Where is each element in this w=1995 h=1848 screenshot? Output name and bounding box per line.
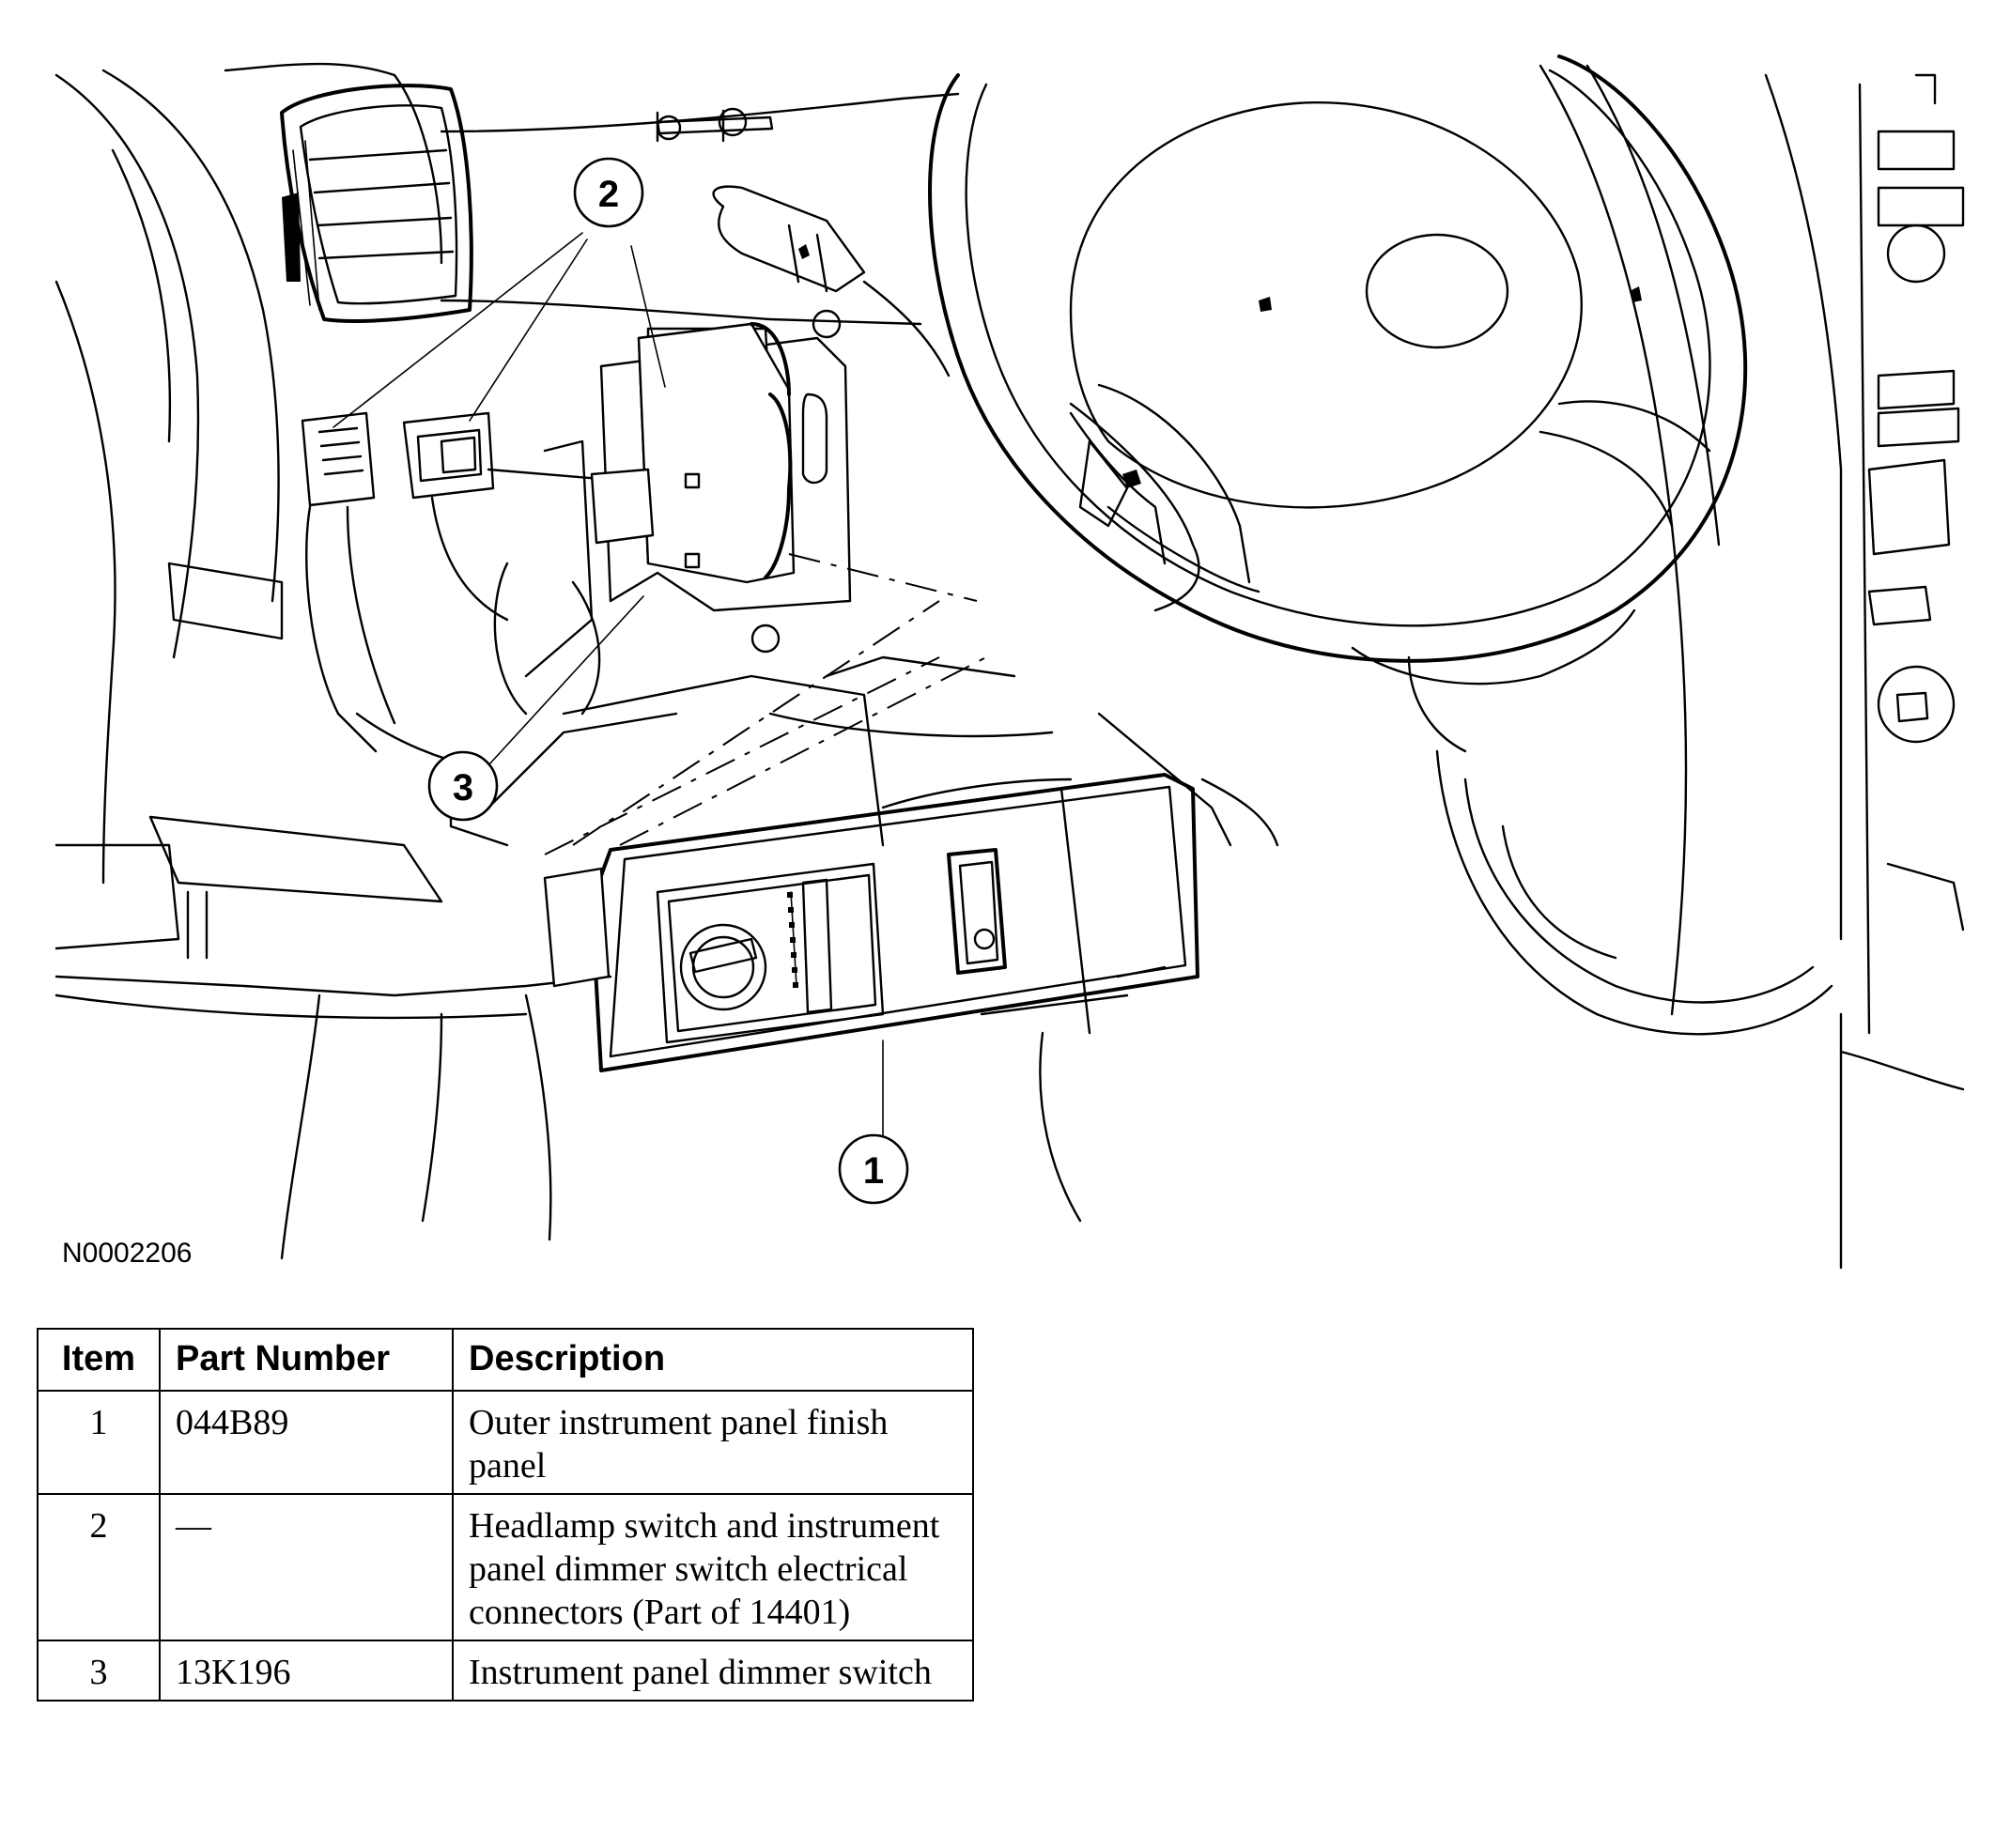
alignment-lines xyxy=(544,553,987,855)
lower-dash xyxy=(355,655,1279,847)
right-dash-structure xyxy=(1539,64,1965,1270)
table-header-row: Item Part Number Description xyxy=(37,1328,974,1392)
row-description: Outer instrument panel finish panel xyxy=(452,1390,974,1495)
callout-3: 3 xyxy=(427,750,499,822)
row-part-number: 13K196 xyxy=(159,1640,454,1702)
header-description: Description xyxy=(452,1328,974,1392)
table-row: 3 13K196 Instrument panel dimmer switch xyxy=(37,1640,974,1702)
left-dash-structure xyxy=(54,62,612,1260)
callout-1: 1 xyxy=(838,1133,909,1205)
dimmer-switch xyxy=(590,322,796,584)
callout-2-label: 2 xyxy=(598,174,619,215)
steering-wheel xyxy=(928,54,1748,753)
callout-1-label: 1 xyxy=(863,1150,884,1192)
dashboard-illustration: 2 3 1 xyxy=(54,54,1965,1270)
table-row: 2 — Headlamp switch and instrument panel… xyxy=(37,1493,974,1641)
row-part-number: 044B89 xyxy=(159,1390,454,1495)
row-item: 2 xyxy=(37,1493,161,1641)
callout-2: 2 xyxy=(573,157,644,228)
leader-lines xyxy=(332,232,884,1147)
header-item: Item xyxy=(37,1328,161,1392)
figure-id: N0002206 xyxy=(62,1238,193,1269)
header-part-number: Part Number xyxy=(159,1328,454,1392)
dash-mid-line xyxy=(440,299,922,326)
mounting-bracket xyxy=(493,309,852,716)
dash-top-line xyxy=(440,92,960,133)
parts-table: Item Part Number Description 1 044B89 Ou… xyxy=(37,1328,974,1702)
row-part-number: — xyxy=(159,1493,454,1641)
connector-left xyxy=(301,411,396,753)
row-description: Headlamp switch and instrument panel dim… xyxy=(452,1493,974,1641)
row-description: Instrument panel dimmer switch xyxy=(452,1640,974,1702)
callout-3-label: 3 xyxy=(453,767,473,808)
connector-middle xyxy=(402,411,603,622)
row-item: 3 xyxy=(37,1640,161,1702)
lower-column xyxy=(1039,712,1833,1223)
table-row: 1 044B89 Outer instrument panel finish p… xyxy=(37,1390,974,1495)
row-item: 1 xyxy=(37,1390,161,1495)
turn-signal-stalk xyxy=(712,185,951,377)
finish-panel xyxy=(543,773,1199,1072)
air-vent xyxy=(280,84,473,323)
